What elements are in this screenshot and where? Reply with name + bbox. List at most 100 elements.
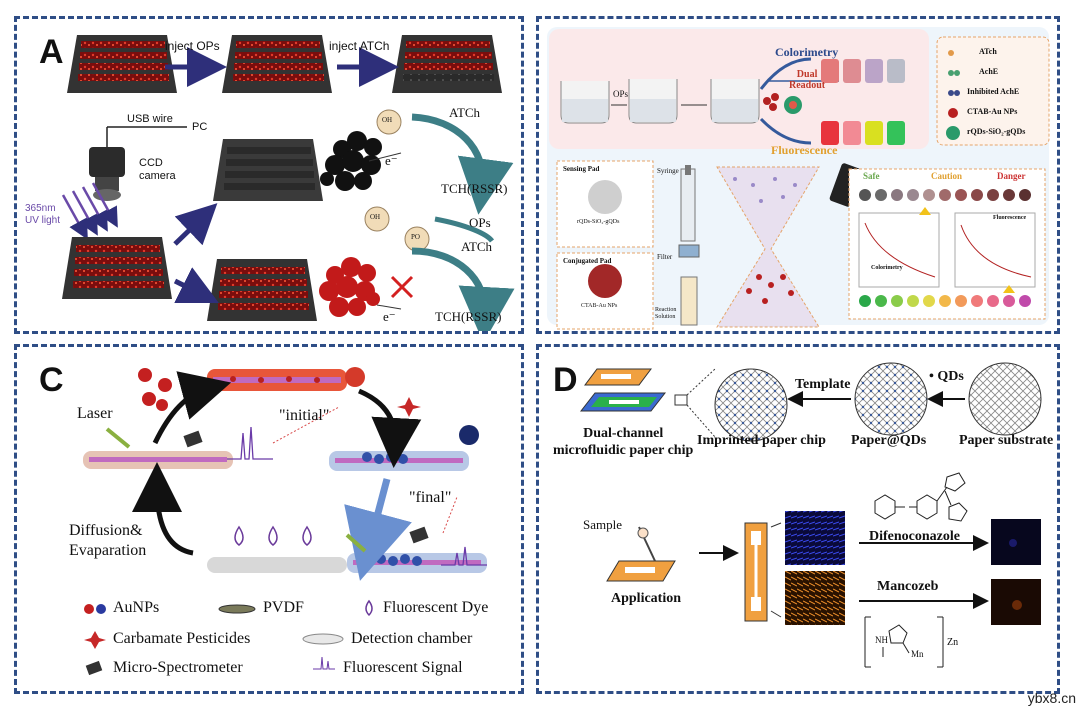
label-zn: Zn	[947, 637, 959, 648]
label-final: "final"	[409, 489, 452, 506]
label-mancozeb: Mancozeb	[877, 579, 939, 594]
legend-c-1: PVDF	[263, 599, 304, 616]
label-conjugated-pad-sub: CTAB-Au NPs	[581, 303, 618, 309]
fluorescent-signal-final	[441, 546, 487, 566]
label-tch-1: TCH(RSSR)	[441, 181, 508, 196]
label-qds: • QDs	[929, 369, 964, 384]
colorimetry-vials	[821, 59, 905, 83]
label-chart-fluorescence: Fluorescence	[993, 215, 1027, 221]
label-imprinted: Imprinted paper chip	[697, 433, 826, 448]
label-inject-ops: inject OPs	[165, 39, 220, 53]
legend-c-2: Fluorescent Dye	[383, 599, 489, 616]
plate-ops	[222, 35, 332, 93]
label-tch-2: TCH(RSSR)	[435, 309, 502, 324]
label-ccd-camera: CCD camera	[139, 157, 176, 182]
black-cluster-icon	[320, 131, 382, 191]
panel-c: C	[14, 344, 524, 694]
label-usb-wire: USB wire	[127, 113, 173, 125]
mancozeb-structure-icon	[864, 616, 944, 668]
plate-source	[62, 237, 172, 299]
label-dual-channel: Dual-channel microfluidic paper chip	[553, 426, 694, 458]
label-sample: Sample	[583, 517, 622, 532]
red-cluster-icon	[319, 257, 380, 317]
plate-atch	[392, 35, 502, 93]
label-reaction-solution: Reaction Solution	[655, 307, 677, 320]
label-b-ops: OPs	[613, 89, 629, 99]
application-chip-icon	[606, 526, 676, 582]
qd-icon	[784, 96, 802, 114]
label-inject-atch: inject ATCh	[329, 39, 390, 53]
label-po: PO	[411, 233, 420, 241]
legend-b-1: AchE	[979, 67, 999, 76]
label-oh-1: OH	[382, 116, 393, 124]
uv-light-icon	[61, 182, 118, 240]
label-paper-qds: Paper@QDs	[851, 433, 927, 448]
panel-a: A	[14, 16, 524, 334]
legend-c-5: Micro-Spectrometer	[113, 659, 243, 676]
plate-red	[207, 259, 317, 321]
label-laser: Laser	[77, 405, 113, 422]
label-uv-light: 365nm UV light	[25, 203, 61, 226]
label-syringe: Syringe	[657, 167, 679, 175]
color-scale-bottom	[859, 295, 1031, 307]
label-application: Application	[611, 591, 682, 606]
label-diffusion: Diffusion& Evaparation	[69, 522, 147, 559]
panel-a-diagram	[61, 35, 515, 331]
label-nh: NH	[875, 635, 888, 645]
aunp-large	[345, 367, 365, 387]
carbamate-pesticide-icon	[397, 397, 421, 417]
aunps-scatter	[138, 368, 172, 411]
disc-right	[329, 451, 469, 471]
fluorescent-signal-initial	[227, 426, 273, 460]
blue-micrograph	[785, 511, 845, 565]
legend-c-3: Carbamate Pesticides	[113, 630, 251, 647]
panel-d: D	[536, 344, 1060, 694]
label-sensing-pad-sub: rQDs-SiO₂-gQDs	[577, 219, 620, 225]
color-scale-top	[859, 189, 1031, 201]
fluorescence-vials	[821, 121, 905, 145]
plate-initial	[67, 35, 177, 93]
orange-micrograph	[785, 571, 845, 625]
panel-d-label: D	[553, 361, 578, 399]
disc-bottom	[207, 557, 347, 573]
imprinted-chip-circle	[714, 368, 788, 442]
legend-b-0: ATch	[979, 47, 997, 56]
label-mn: Mn	[911, 649, 924, 659]
label-pc: PC	[192, 121, 208, 133]
disc-top	[207, 369, 347, 391]
plate-dark	[213, 139, 323, 201]
label-safe: Safe	[863, 171, 880, 181]
label-paper-substrate: Paper substrate	[959, 433, 1054, 448]
label-oh-2: OH	[370, 213, 381, 221]
paper-substrate-circle	[968, 362, 1042, 436]
label-electron-1: e⁻	[385, 153, 398, 168]
watermark: ybx8.cn	[1027, 690, 1076, 706]
label-caution: Caution	[931, 171, 963, 181]
label-dual-readout: Dual Readout	[789, 69, 826, 91]
legend-c-4: Detection chamber	[351, 630, 473, 647]
label-atch-2: ATCh	[461, 239, 493, 254]
label-filter: Filter	[657, 253, 673, 261]
legend-c-0: AuNPs	[113, 599, 160, 616]
fluorescent-dye-drops	[234, 525, 312, 546]
mini-chart-fluorescence	[954, 212, 1036, 288]
au-np-icon	[763, 93, 779, 111]
difenoconazole-structure-icon	[874, 472, 968, 522]
panel-c-diagram	[83, 367, 487, 676]
panel-b-diagram	[549, 29, 1050, 330]
disc-left	[83, 451, 233, 469]
label-ops: OPs	[469, 215, 491, 230]
legend-b-4: rQDs-SiO₂-gQDs	[967, 127, 1026, 136]
label-sensing-pad: Sensing Pad	[563, 165, 600, 173]
label-electron-2: e⁻	[383, 309, 396, 324]
legend-icons	[946, 50, 960, 140]
aunp-blue	[459, 425, 479, 445]
legend-b-3: CTAB-Au NPs	[967, 107, 1018, 116]
dual-channel-chip-icon	[579, 368, 667, 412]
label-difenoconazole: Difenoconazole	[869, 529, 960, 544]
label-template: Template	[795, 377, 851, 392]
panel-a-label: A	[39, 33, 64, 71]
panel-d-diagram	[579, 362, 1042, 668]
label-colorimetry: Colorimetry	[775, 45, 839, 59]
legend-b-2: Inhibited AchE	[967, 87, 1020, 96]
